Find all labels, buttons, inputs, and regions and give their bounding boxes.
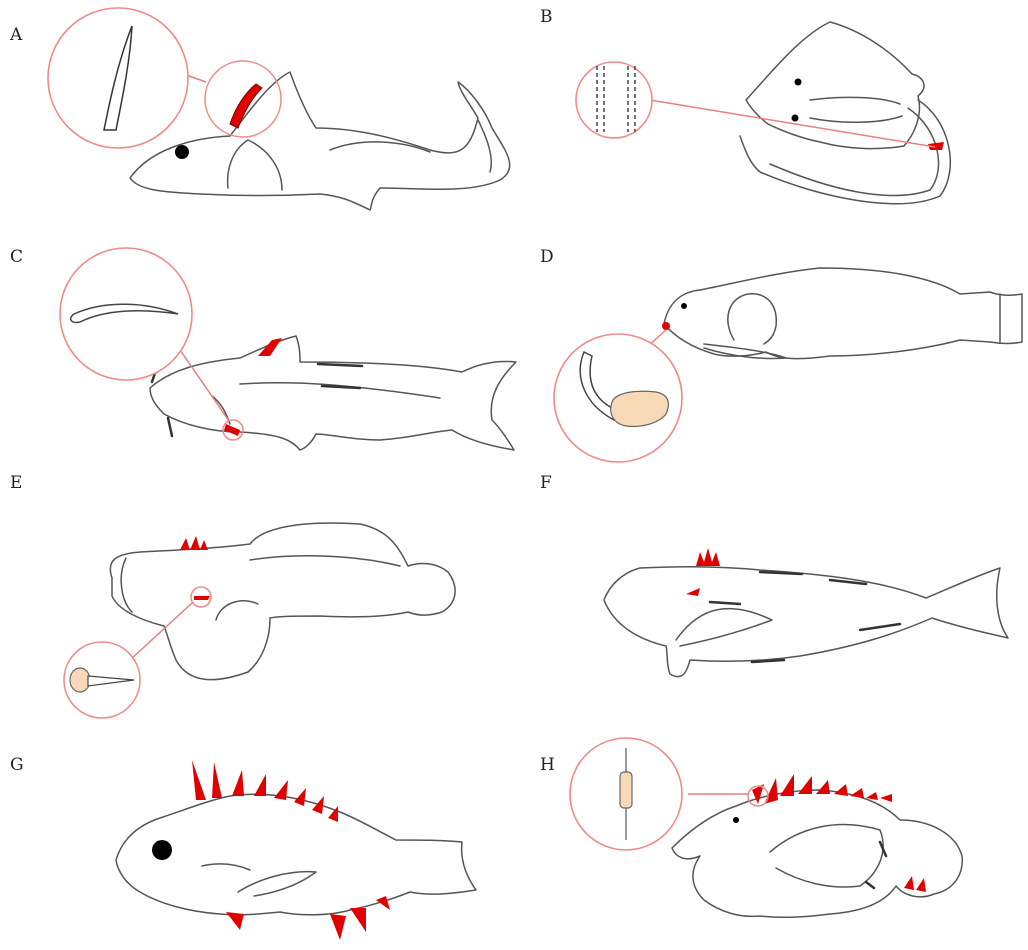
panel-c: C (10, 247, 516, 450)
eel-fang-highlight (662, 322, 670, 330)
catfish-body (150, 336, 516, 450)
panel-label-h: H (540, 755, 555, 775)
panel-label-c: C (10, 247, 23, 267)
stingray-disc (746, 22, 924, 149)
panel-label-a: A (9, 25, 23, 45)
stingray-eye-lower (792, 115, 799, 122)
weever-body (604, 567, 1008, 677)
leader-line-a (186, 75, 206, 82)
toadfish-body (110, 523, 455, 680)
panel-label-d: D (540, 247, 554, 267)
magnifier-inset-b (576, 62, 652, 138)
eel-eye (681, 303, 687, 309)
toadfish-opercular-spine (194, 596, 210, 600)
panel-label-b: B (540, 7, 553, 27)
panel-e: E (10, 473, 455, 718)
panel-h: H (540, 738, 962, 917)
stingray-eye-upper (795, 79, 802, 86)
panel-label-g: G (10, 755, 24, 775)
panel-f: F (540, 473, 1008, 677)
chimaera-eye (175, 145, 189, 159)
panel-d: D (540, 247, 1022, 462)
panel-label-e: E (10, 473, 22, 493)
panel-label-f: F (540, 473, 552, 493)
panel-g: G (10, 755, 476, 940)
catfish-barbel-2 (168, 418, 172, 436)
weever-dorsal-spines (696, 548, 720, 566)
panel-b: B (540, 7, 950, 204)
stonefish-eye (733, 817, 739, 823)
inset-venom-gland-e (70, 668, 90, 692)
scorpionfish-eye (152, 840, 172, 860)
panel-a: A (9, 8, 510, 210)
stonefish-body (672, 790, 962, 917)
toadfish-dorsal-spines (180, 536, 208, 550)
